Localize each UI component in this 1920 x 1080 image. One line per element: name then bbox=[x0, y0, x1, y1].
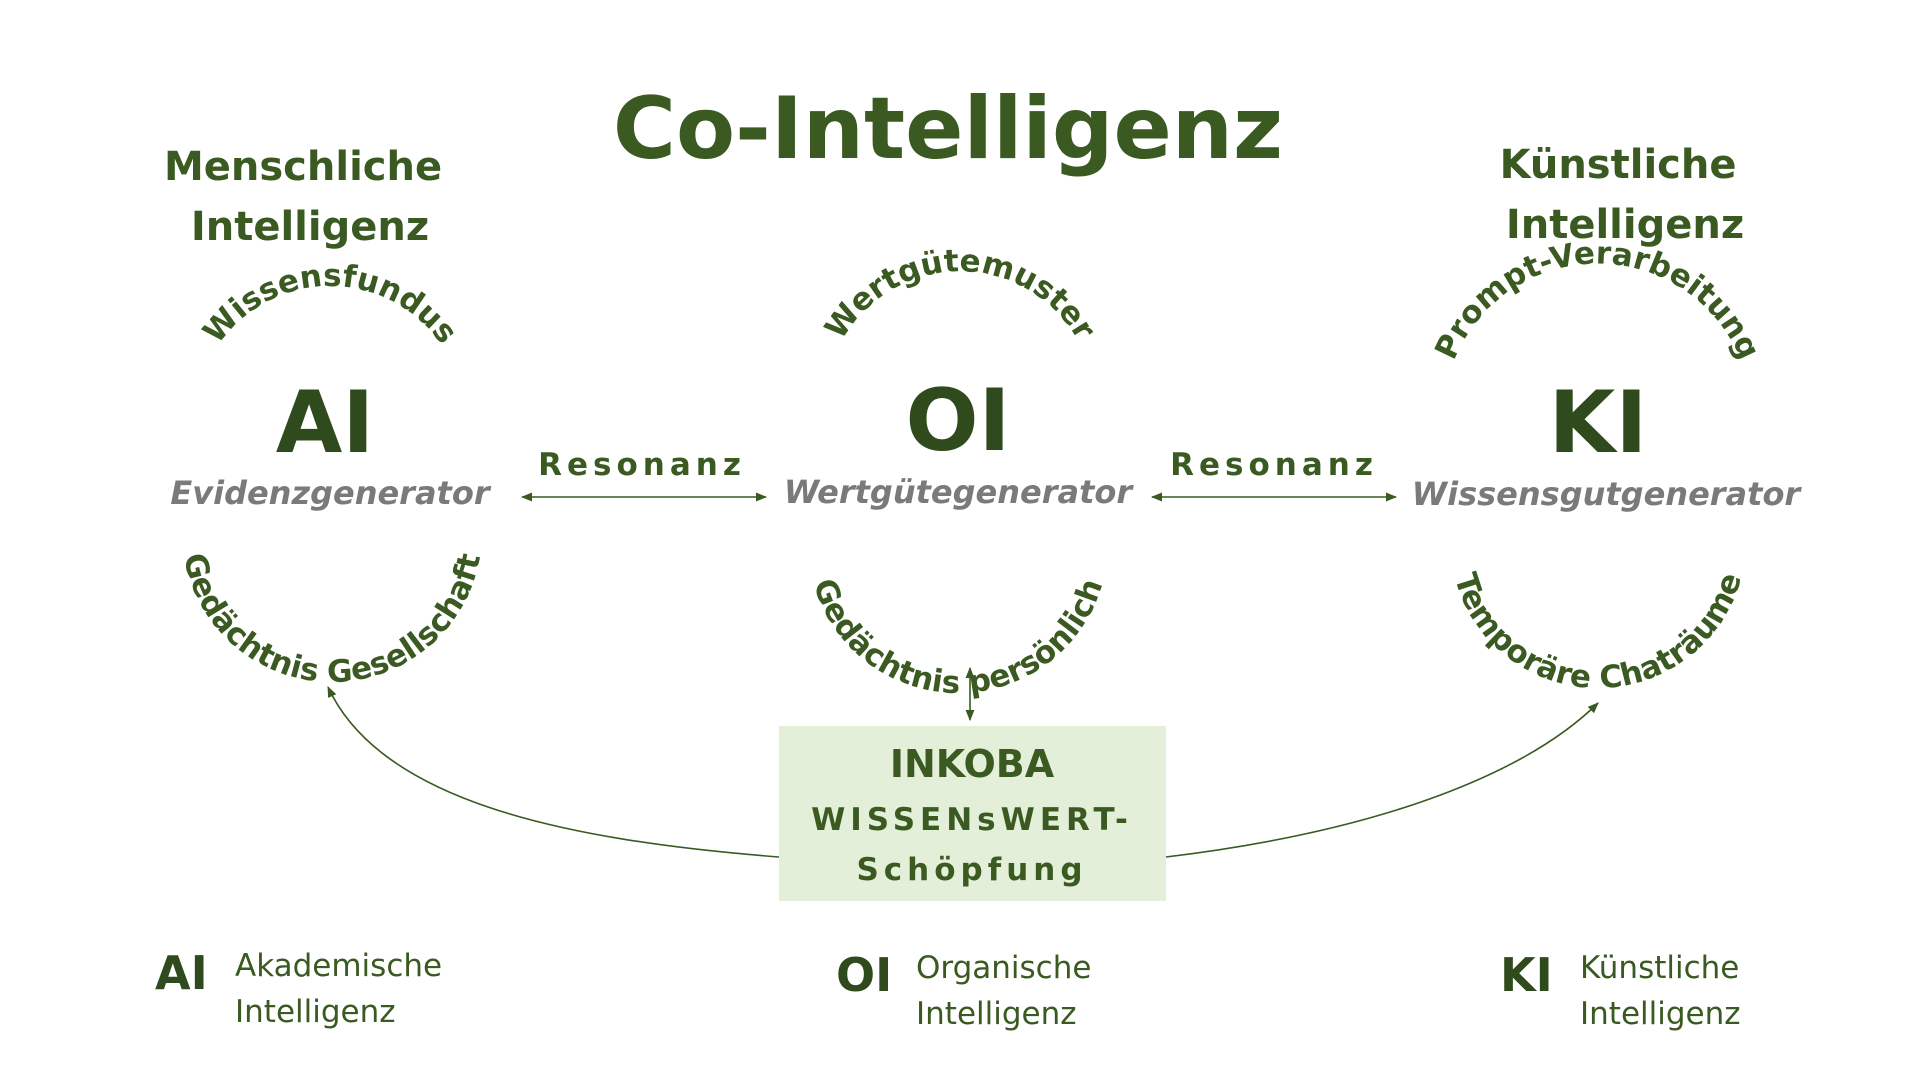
inkoba-box-background bbox=[779, 726, 1166, 901]
legend-ai-line2: Intelligenz bbox=[235, 994, 396, 1030]
oi-top-arc-label: Wertgütemuster bbox=[818, 243, 1103, 346]
left-heading: Menschliche Intelligenz bbox=[164, 144, 456, 250]
left-heading-line1: Menschliche bbox=[164, 144, 442, 190]
legend-ai-text: Akademische Intelligenz bbox=[235, 948, 452, 1030]
legend-ai-line1: Akademische bbox=[235, 948, 442, 984]
ki-abbreviation: KI bbox=[1549, 373, 1648, 473]
legend-ki-line1: Künstliche bbox=[1580, 950, 1739, 986]
oi-bottom-arc-text: Gedächtnis persönlich bbox=[806, 574, 1111, 701]
ki-bottom-arc-text: Temporäre Chaträume bbox=[1447, 568, 1749, 696]
inkoba-to-ai-arrow bbox=[327, 685, 780, 858]
ai-generator-label: Evidenzgenerator bbox=[170, 474, 491, 512]
page-title: Co-Intelligenz bbox=[613, 79, 1283, 179]
ai-abbreviation: AI bbox=[276, 373, 375, 473]
inkoba-to-ki-arrow bbox=[1165, 702, 1599, 858]
ai-top-arc-text: Wissensfundus bbox=[196, 258, 464, 350]
inkoba-line2: Schöpfung bbox=[856, 852, 1087, 888]
oi-generator-label: Wertgütegenerator bbox=[784, 473, 1134, 511]
inkoba-title: INKOBA bbox=[890, 742, 1055, 786]
resonance-left-label: Resonanz bbox=[538, 447, 746, 483]
legend: AI Akademische Intelligenz OI Organische… bbox=[155, 946, 1749, 1032]
legend-ai-abbr: AI bbox=[155, 946, 208, 1000]
legend-item-ai: AI Akademische Intelligenz bbox=[155, 946, 452, 1030]
legend-oi-line1: Organische bbox=[916, 950, 1091, 986]
legend-ki-abbr: KI bbox=[1500, 948, 1553, 1002]
oi-node: Wertgütemuster OI Wertgütegenerator Gedä… bbox=[784, 243, 1134, 701]
legend-item-oi: OI Organische Intelligenz bbox=[836, 948, 1101, 1032]
left-heading-line2: Intelligenz bbox=[191, 204, 429, 250]
right-heading-line1: Künstliche bbox=[1500, 142, 1737, 188]
legend-oi-text: Organische Intelligenz bbox=[916, 950, 1101, 1032]
oi-abbreviation: OI bbox=[905, 371, 1010, 471]
oi-bottom-arc-label: Gedächtnis persönlich bbox=[806, 574, 1111, 701]
ai-top-arc-label: Wissensfundus bbox=[196, 258, 464, 350]
right-heading-line2: Intelligenz bbox=[1506, 202, 1744, 248]
legend-ki-line2: Intelligenz bbox=[1580, 996, 1741, 1032]
ki-top-arc-label: Prompt-Verarbeitung bbox=[1428, 235, 1767, 364]
ai-bottom-arc-text: Gedächtnis Gesellschaft bbox=[176, 550, 488, 691]
ki-generator-label: Wissensgutgenerator bbox=[1412, 475, 1803, 513]
legend-oi-line2: Intelligenz bbox=[916, 996, 1077, 1032]
legend-ki-text: Künstliche Intelligenz bbox=[1580, 950, 1749, 1032]
right-heading: Künstliche Intelligenz bbox=[1500, 142, 1751, 248]
oi-top-arc-text: Wertgütemuster bbox=[818, 243, 1103, 346]
ai-bottom-arc-label: Gedächtnis Gesellschaft bbox=[176, 550, 488, 691]
ki-bottom-arc-label: Temporäre Chaträume bbox=[1447, 568, 1749, 696]
resonance-right-label: Resonanz bbox=[1170, 447, 1378, 483]
legend-item-ki: KI Künstliche Intelligenz bbox=[1500, 948, 1749, 1032]
legend-oi-abbr: OI bbox=[836, 948, 892, 1002]
inkoba-line1: WISSENsWERT- bbox=[811, 802, 1133, 838]
inkoba-box: INKOBA WISSENsWERT- Schöpfung bbox=[779, 726, 1166, 901]
ki-top-arc-text: Prompt-Verarbeitung bbox=[1428, 235, 1767, 364]
ai-node: Wissensfundus AI Evidenzgenerator Gedäch… bbox=[170, 258, 491, 691]
ki-node: Prompt-Verarbeitung KI Wissensgutgenerat… bbox=[1412, 235, 1803, 696]
